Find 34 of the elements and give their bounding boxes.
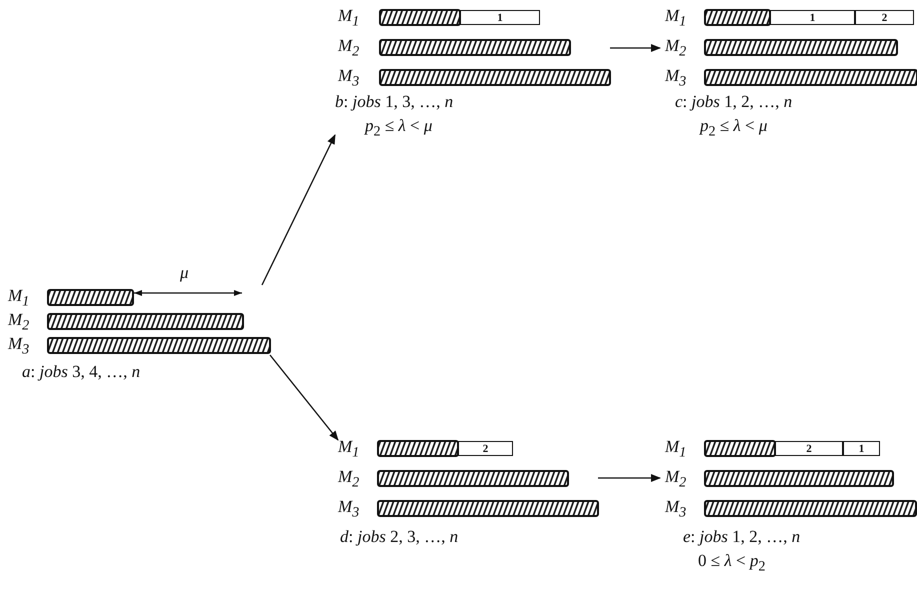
panel-caption: a: jobs 3, 4, …, n [22, 362, 140, 382]
dimension-label: μ [180, 263, 189, 283]
job-block: 1 [460, 10, 540, 25]
machine-label: M$_{1}$ [665, 6, 686, 32]
arrow [261, 134, 336, 286]
condition-text: 0 ≤ λ < p$_{2}$ [698, 551, 766, 576]
machine-label: M$_{2}$ [665, 467, 686, 492]
machine-label: M$_{3}$ [338, 497, 360, 522]
arrow [598, 474, 661, 482]
arrow [610, 44, 661, 52]
job-block: 1 [843, 441, 880, 456]
machine-label: M$_{1}$ [8, 286, 30, 312]
machine-label: M$_{2}$ [338, 467, 360, 492]
machine-label: M$_{2}$ [665, 36, 686, 62]
job-block: 2 [775, 441, 843, 456]
panel-caption: d: jobs 2, 3, …, n [340, 527, 458, 547]
condition-text: p$_{2}$ ≤ λ < μ [365, 116, 432, 142]
panel-caption: e: jobs 1, 2, …, n [683, 527, 800, 547]
condition-text: p$_{2}$ ≤ λ < μ [700, 116, 768, 142]
machine-label: M$_{3}$ [665, 497, 686, 522]
job-block: 1 [770, 10, 855, 25]
machine-label: M$_{1}$ [338, 437, 360, 462]
machine-label: M$_{2}$ [338, 36, 360, 62]
machine-label: M$_{3}$ [665, 66, 686, 92]
machine-label: M$_{1}$ [338, 6, 360, 32]
panel-caption: b: jobs 1, 3, …, n [335, 92, 454, 112]
job-block: 2 [458, 441, 513, 456]
machine-label: M$_{2}$ [8, 310, 30, 336]
machine-label: M$_{1}$ [665, 437, 686, 462]
machine-label: M$_{3}$ [338, 66, 360, 92]
panel-caption: c: jobs 1, 2, …, n [675, 92, 792, 112]
job-block: 2 [855, 10, 914, 25]
arrow [270, 354, 339, 441]
machine-label: M$_{3}$ [8, 334, 30, 360]
